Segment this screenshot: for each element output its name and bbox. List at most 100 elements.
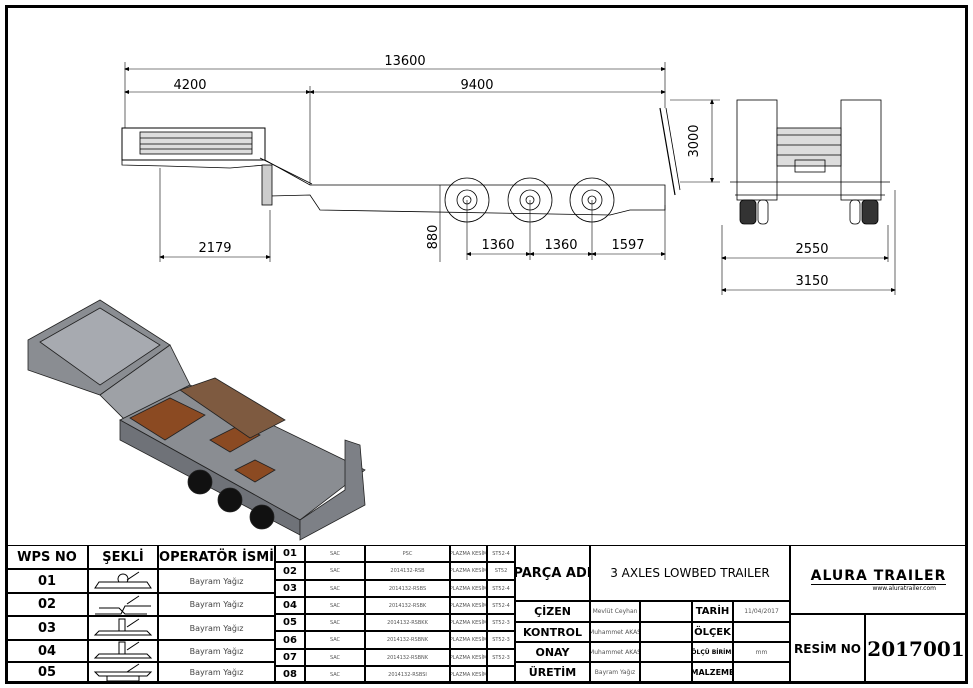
material [733,662,790,683]
drawn-label: ÇİZEN [515,601,590,622]
wps-no: 02 [6,593,88,616]
company-logo: ALURA TRAILER www.aluratrailer.com [790,545,967,614]
checked-label: KONTROL [515,622,590,642]
wps-no: 05 [6,662,88,683]
part-material: ST52-4 [487,580,515,597]
logo-url: www.aluratrailer.com [872,584,936,592]
operator-name: Bayram Yağız [158,569,275,593]
part-material: ST52-3 [487,649,515,666]
part-type: SAC [305,666,365,683]
approved-signature [640,642,692,662]
technical-drawing: 13600 4200 9400 3000 2179 880 1360 1360 … [27,54,973,541]
part-process: PLAZMA KESİM [450,545,487,562]
part-material: ST52 [487,562,515,580]
part-material: ST52-3 [487,614,515,631]
dim-axle-spacing-1: 1360 [481,238,514,253]
part-no: 01 [275,545,305,562]
part-name: 3 AXLES LOWBED TRAILER [590,545,790,601]
part-no: 07 [275,649,305,666]
wps-header-shape: ŞEKLİ [88,545,158,569]
operator-name: Bayram Yağız [158,640,275,662]
part-process: PLAZMA KESİM [450,614,487,631]
weld-symbol-icon [88,662,158,683]
approved-label: ONAY [515,642,590,662]
part-type: SAC [305,614,365,631]
production-by: Bayram Yağız [590,662,640,683]
front-view [730,99,890,225]
part-process: PLAZMA KESİM [450,649,487,666]
part-no: 02 [275,562,305,580]
dim-rear-overhang: 1597 [611,238,644,253]
part-process: PLAZMA KESİM [450,666,487,683]
part-code: 2014132-RSBNK [365,631,450,649]
production-label: ÜRETİM [515,662,590,683]
part-process: PLAZMA KESİM [450,562,487,580]
part-type: SAC [305,545,365,562]
unit: mm [733,642,790,662]
dimension-lines [125,62,895,295]
part-type: SAC [305,580,365,597]
operator-name: Bayram Yağız [158,593,275,616]
part-no: 03 [275,580,305,597]
part-material [487,666,515,683]
weld-symbol-icon [88,616,158,640]
part-material: ST52-3 [487,631,515,649]
weld-symbol-icon [88,593,158,616]
drawing-no-label: RESİM NO [790,614,865,683]
wps-header-operator: OPERATÖR İSMİ [158,545,275,569]
part-code: 2014132-RSBK [365,597,450,614]
part-code: 2014132-RSBKK [365,614,450,631]
date: 11/04/2017 [733,601,790,622]
drawn-signature [640,601,692,622]
dim-height: 3000 [687,124,702,157]
part-type: SAC [305,631,365,649]
part-material: ST52-4 [487,597,515,614]
wps-no: 01 [6,569,88,593]
checked-signature [640,622,692,642]
scale-label: ÖLÇEK [692,622,733,642]
unit-label: ÖLÇÜ BİRİMİ [692,642,733,662]
dim-axle-spacing-2: 1360 [544,238,577,253]
part-type: SAC [305,562,365,580]
part-no: 04 [275,597,305,614]
wps-no: 04 [6,640,88,662]
part-code: 2014132-RSB [365,562,450,580]
date-label: TARİH [692,601,733,622]
weld-symbol-icon [88,569,158,593]
wps-header-no: WPS NO [6,545,88,569]
dim-overall-width: 3150 [795,274,828,289]
dim-overall-length: 13600 [384,54,425,69]
part-code: PSC [365,545,450,562]
part-process: PLAZMA KESİM [450,631,487,649]
drawing-no: 2017001 [865,614,967,683]
part-material: ST52-4 [487,545,515,562]
weld-symbol-icon [88,640,158,662]
dim-gooseneck-length: 4200 [173,78,206,93]
checked-by: Muhammet AKAS [590,622,640,642]
part-type: SAC [305,649,365,666]
part-code: 2014132-RSBSI [365,666,450,683]
dim-inner-width: 2550 [795,242,828,257]
dim-deck-height: 880 [426,225,441,250]
operator-name: Bayram Yağız [158,662,275,683]
logo-name: ALURA TRAILER [810,567,947,585]
isometric-view [27,299,366,541]
scale [733,622,790,642]
part-no: 06 [275,631,305,649]
dim-kingpin-leg: 2179 [198,241,231,256]
part-no: 05 [275,614,305,631]
approved-by: Muhammet AKAS [590,642,640,662]
side-view [121,107,681,223]
part-code: 2014132-RSBS [365,580,450,597]
part-process: PLAZMA KESİM [450,597,487,614]
part-no: 08 [275,666,305,683]
dim-deck-length: 9400 [460,78,493,93]
part-process: PLAZMA KESİM [450,580,487,597]
production-signature [640,662,692,683]
material-label: MALZEME [692,662,733,683]
part-code: 2014132-RSBNK [365,649,450,666]
operator-name: Bayram Yağız [158,616,275,640]
wps-no: 03 [6,616,88,640]
part-name-label: PARÇA ADI [515,545,590,601]
part-type: SAC [305,597,365,614]
